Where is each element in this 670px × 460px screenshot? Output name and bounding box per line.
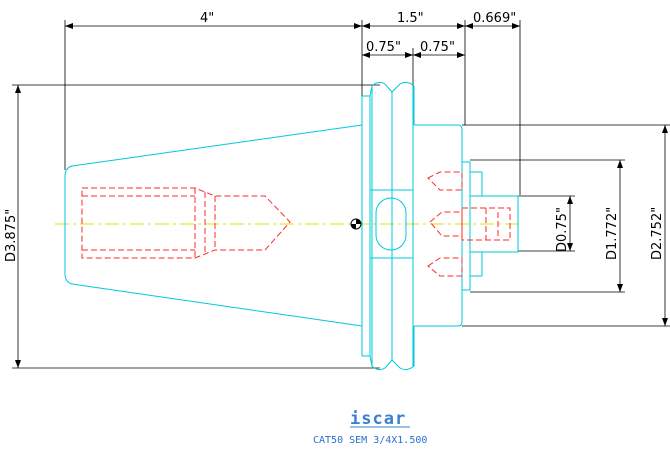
dimension-lines [12,20,670,369]
hidden-features [81,171,511,277]
flange-half-left-label: 0.75" [366,40,401,55]
gauge-point-marker [350,218,362,230]
iscar-logo: iscar [350,409,406,429]
bore-diameter-label: D0.75" [555,207,570,252]
flange-half-right-label: 0.75" [420,40,455,55]
nose-diameter-label: D1.772" [605,207,620,260]
body-diameter-label: D2.752" [650,207,665,260]
drawing-caption: CAT50 SEM 3/4X1.500 [313,435,427,446]
nose-length-label: 0.669" [473,11,516,26]
holder-outline [64,81,519,371]
taper-diameter-label: D3.875" [4,209,19,262]
overall-length-label: 4" [200,11,214,26]
flange-length-label: 1.5" [397,11,424,26]
dimension-arrows [15,23,668,368]
